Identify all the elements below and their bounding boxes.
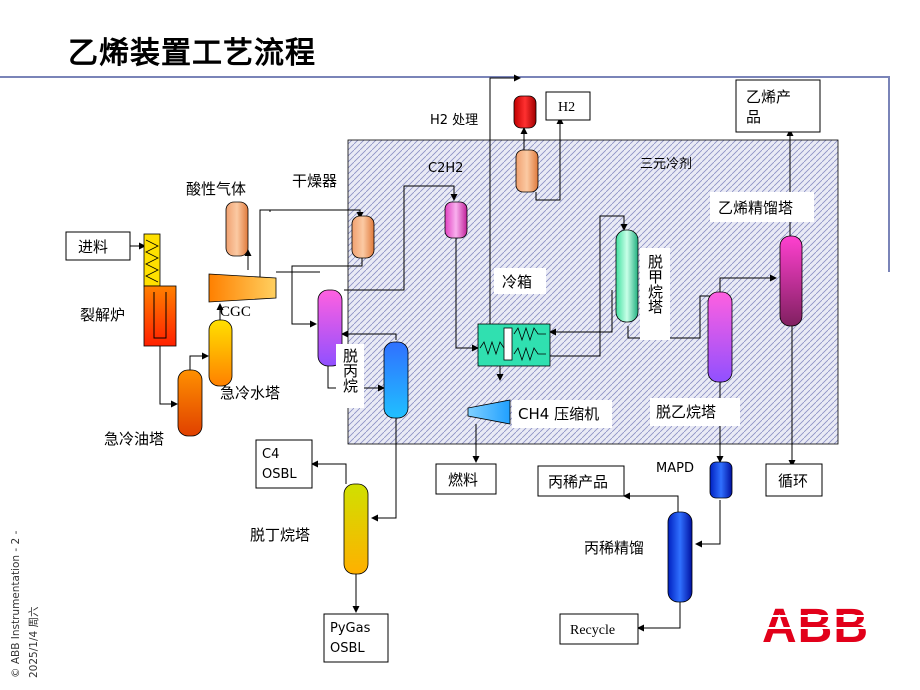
ch4-compressor-label: CH4 压缩机 bbox=[518, 405, 599, 423]
fuel-label: 燃料 bbox=[448, 471, 478, 489]
dryer-vessel bbox=[351, 215, 375, 259]
h2-treatment-vessel bbox=[513, 95, 537, 129]
deethanizer-column bbox=[707, 291, 733, 383]
ethylene-column-label: 乙烯精馏塔 bbox=[718, 199, 793, 217]
depropanizer-2-column bbox=[383, 341, 409, 419]
depropanizer-label: 脱丙烷 bbox=[341, 348, 359, 394]
abb-logo: ABB bbox=[762, 600, 869, 653]
dryer-label: 干燥器 bbox=[292, 172, 337, 190]
ethylene-product-label: 乙烯产品 bbox=[746, 88, 791, 126]
c4-osbl-box bbox=[255, 439, 313, 489]
recycle-loop-box bbox=[765, 463, 823, 497]
h2-separator-vessel bbox=[515, 149, 539, 193]
c2h2-converter bbox=[444, 201, 468, 239]
flow-lines bbox=[130, 74, 796, 632]
deethanizer-label-bg bbox=[650, 398, 740, 426]
demethanizer-column bbox=[615, 229, 639, 323]
propylene-product-label: 丙稀产品 bbox=[548, 473, 608, 491]
recycle-box bbox=[559, 613, 639, 645]
cgc-label: CGC bbox=[220, 304, 251, 320]
debutanizer-label: 脱丁烷塔 bbox=[250, 526, 310, 544]
propylene-product-box bbox=[537, 465, 625, 497]
propylene-column-label: 丙稀精馏 bbox=[584, 539, 644, 557]
feed-box bbox=[65, 231, 131, 261]
footer-copyright: © ABB Instrumentation - 2 - bbox=[10, 530, 22, 678]
demethanizer-label: 脱甲烷塔 bbox=[646, 254, 664, 314]
header-divider bbox=[0, 76, 890, 78]
debutanizer-column bbox=[343, 483, 369, 575]
right-divider bbox=[888, 76, 890, 272]
c2h2-label: C2H2 bbox=[428, 161, 463, 176]
cold-box-label: 冷箱 bbox=[502, 273, 532, 291]
demethanizer-label-bg bbox=[640, 248, 670, 340]
cold-box-label-bg bbox=[494, 268, 546, 294]
ethylene-product-box bbox=[735, 79, 821, 133]
footer: © ABB Instrumentation - 2 - 2025/1/4 周六 bbox=[6, 522, 46, 682]
pygas-osbl-box bbox=[323, 613, 389, 663]
cgc-compressor bbox=[208, 273, 277, 303]
depropanizer-label-bg bbox=[336, 344, 364, 408]
deethanizer-label: 脱乙烷塔 bbox=[656, 403, 716, 421]
quench-oil-label: 急冷油塔 bbox=[104, 430, 164, 448]
quench-water-tower bbox=[208, 319, 233, 387]
recycle-loop-label: 循环 bbox=[778, 472, 808, 490]
page-title: 乙烯装置工艺流程 bbox=[68, 36, 316, 71]
h2-label: H2 bbox=[558, 100, 575, 115]
acid-gas-label: 酸性气体 bbox=[186, 180, 246, 198]
cold-box-exchanger bbox=[477, 323, 551, 367]
abb-logo-stripes bbox=[760, 615, 878, 629]
acid-gas-vessel bbox=[225, 201, 249, 257]
mapd-label: MAPD bbox=[656, 461, 694, 476]
cracker-label: 裂解炉 bbox=[80, 306, 125, 324]
propylene-column bbox=[667, 511, 693, 603]
cold-section-area bbox=[347, 139, 839, 445]
ethylene-col-label-bg bbox=[710, 192, 814, 222]
h2-treatment-label: H2 处理 bbox=[430, 113, 478, 128]
h2-box bbox=[545, 91, 591, 121]
recycle-label: Recycle bbox=[570, 623, 615, 638]
ch4-comp-label-bg bbox=[512, 400, 612, 428]
ternary-refrigerant-label: 三元冷剂 bbox=[640, 157, 692, 172]
quench-oil-tower bbox=[177, 369, 203, 437]
feed-label: 进料 bbox=[78, 238, 108, 256]
fuel-box bbox=[435, 463, 497, 495]
cracking-furnace bbox=[143, 233, 177, 347]
quench-water-label: 急冷水塔 bbox=[220, 384, 280, 402]
mapd-reactor bbox=[709, 461, 733, 499]
ch4-compressor bbox=[467, 399, 511, 425]
ethylene-column bbox=[779, 235, 803, 327]
footer-date: 2025/1/4 周六 bbox=[28, 606, 40, 679]
